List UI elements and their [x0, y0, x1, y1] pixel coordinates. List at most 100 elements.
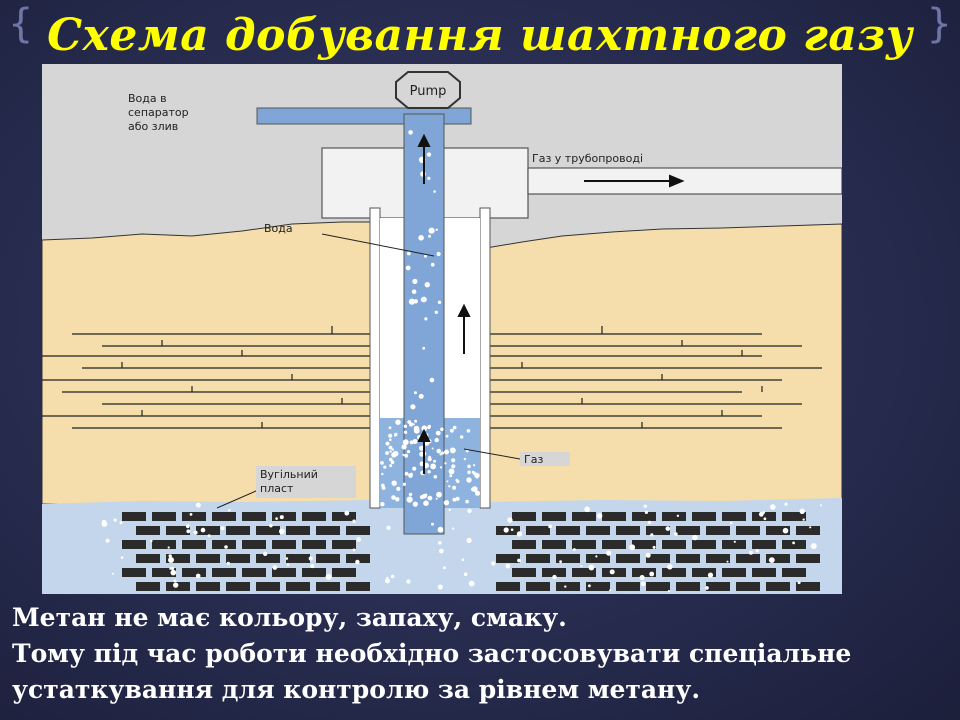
gas-bubble: [452, 425, 457, 430]
gas-bubble: [466, 477, 472, 483]
gas-bubble: [385, 451, 389, 455]
gas-bubble: [427, 176, 431, 180]
slide-title: Схема добування шахтного газу: [47, 10, 913, 61]
gas-bubble: [395, 419, 401, 425]
coal-block: [542, 540, 566, 549]
gas-bubble: [444, 462, 447, 465]
coal-block: [752, 568, 776, 577]
coal-block: [346, 554, 370, 563]
gas-bubble: [510, 528, 514, 531]
gas-bubble: [410, 472, 413, 475]
gas-bubble: [451, 458, 456, 463]
gas-bubble: [385, 578, 390, 584]
gas-bubble: [443, 500, 450, 506]
pump-icon: [395, 71, 461, 109]
gas-bubble: [389, 464, 393, 468]
gas-bubble: [782, 527, 789, 534]
coal-block: [512, 512, 536, 521]
coal-block: [302, 512, 326, 521]
gas-bubble: [200, 527, 206, 533]
gas-bubble: [355, 559, 360, 565]
coal-block: [152, 540, 176, 549]
gas-bubble: [588, 584, 591, 588]
coal-block: [662, 568, 686, 577]
gas-bubble: [418, 393, 424, 399]
coal-block: [766, 582, 790, 591]
gas-bubble: [411, 289, 417, 294]
gas-bubble: [792, 541, 795, 545]
gas-bubble: [448, 468, 455, 475]
gas-bubble: [356, 537, 362, 542]
gas-bubble: [325, 573, 332, 580]
coal-block: [242, 568, 266, 577]
coal-block: [316, 554, 340, 563]
casing-wall-left: [369, 207, 381, 509]
gas-bubble: [402, 453, 405, 456]
gas-bubble: [449, 474, 453, 478]
gas-bubble: [645, 552, 651, 558]
coal-block: [526, 526, 550, 535]
gas-bubble: [467, 508, 472, 514]
coal-block: [242, 512, 266, 521]
gas-bubble: [433, 190, 436, 193]
gas-bubbles: [101, 130, 822, 593]
coal-block: [556, 554, 580, 563]
gas-bubble: [439, 466, 443, 469]
coal-block: [196, 554, 220, 563]
coal-block: [572, 540, 596, 549]
gas-bubble: [428, 234, 431, 238]
gas-bubble: [396, 486, 401, 491]
coal-block: [136, 582, 160, 591]
gas-bubble: [674, 532, 678, 536]
gas-bubble: [597, 513, 603, 519]
gas-label-bg: [520, 452, 570, 466]
gas-bubble: [395, 497, 400, 502]
gas-bubble: [413, 425, 420, 432]
gas-bubble: [101, 521, 108, 527]
gas-bubble: [228, 508, 231, 512]
gas-bubble: [186, 529, 191, 534]
coal-block: [316, 582, 340, 591]
gas-bubble: [422, 346, 426, 350]
water-outlet-label-line2: сепаратор: [128, 106, 189, 119]
coal-block: [212, 540, 236, 549]
gas-bubble: [429, 377, 435, 383]
gas-bubble: [431, 522, 434, 526]
gas-bubble: [465, 499, 469, 504]
gas-bubble: [820, 504, 822, 507]
gas-bubble: [310, 563, 315, 569]
gas-bubble: [119, 521, 123, 525]
gas-bubble: [224, 545, 228, 549]
gas-label: Газ: [524, 453, 543, 466]
gas-bubble: [647, 520, 652, 525]
coal-block: [722, 540, 746, 549]
gas-bubble: [410, 404, 416, 410]
soil-left: [42, 221, 373, 505]
gas-bubble: [517, 558, 521, 563]
gas-bubble: [408, 492, 413, 497]
gas-bubble: [404, 471, 409, 476]
gas-bubble: [412, 466, 417, 471]
gas-bubble: [272, 565, 278, 570]
coal-block: [736, 582, 760, 591]
gas-bubble: [173, 582, 179, 588]
pump-label: Pump: [410, 84, 447, 99]
gas-bubble: [427, 470, 431, 474]
coal-block: [722, 512, 746, 521]
gas-bubble: [412, 423, 415, 426]
coal-block: [332, 568, 356, 577]
gas-bubble: [433, 459, 437, 463]
coal-block: [212, 512, 236, 521]
gas-bubble: [692, 535, 698, 541]
gas-bubble: [466, 429, 471, 433]
water-outlet-label-line1: Вода в: [128, 92, 167, 105]
coal-block: [286, 554, 310, 563]
gas-bubble: [436, 251, 441, 257]
gas-bubble: [220, 526, 225, 531]
gas-bubble: [391, 495, 396, 500]
gas-bubble: [402, 482, 406, 486]
gas-bubble: [491, 561, 496, 566]
coal-block: [226, 582, 250, 591]
coal-block: [272, 512, 296, 521]
caption-line-2: Тому під час роботи необхідно застосовув…: [12, 639, 852, 668]
